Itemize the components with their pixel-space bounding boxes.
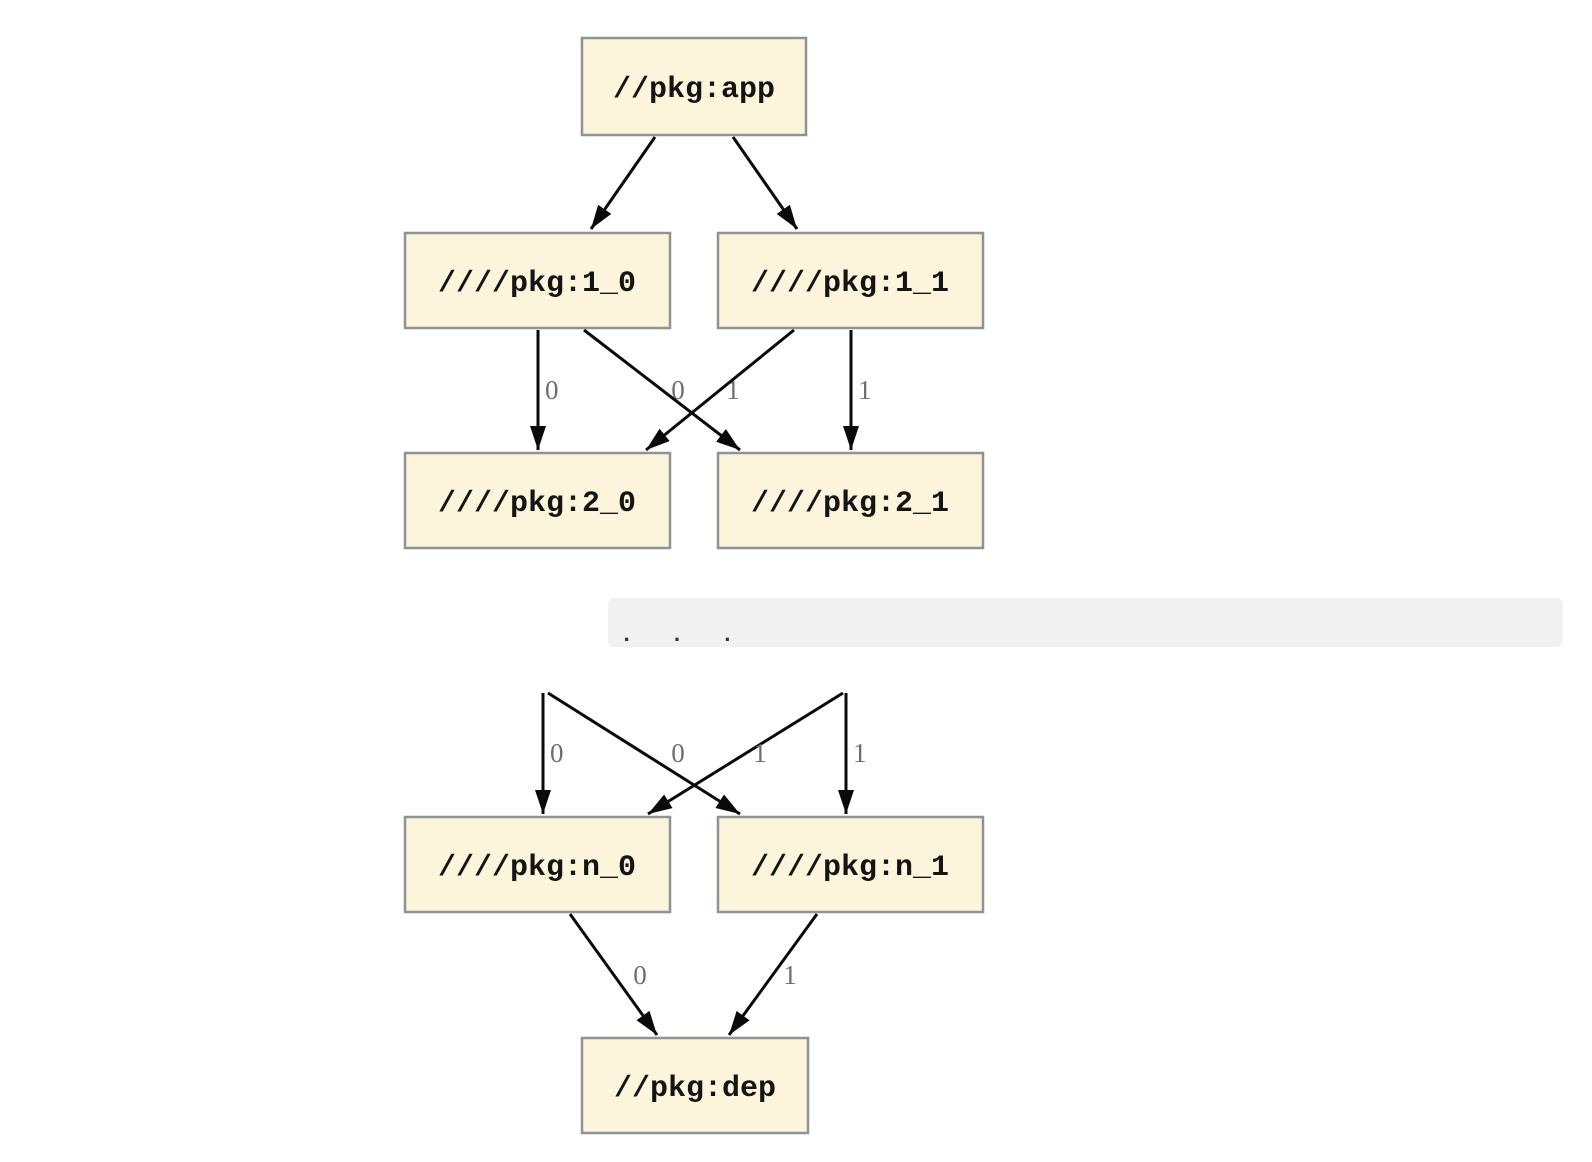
edge-label: 1	[858, 375, 872, 405]
node-pkg-n_0-label: ////pkg:n_0	[438, 851, 636, 885]
edge-n_0-to-dep	[568, 913, 659, 1036]
edge-label: 1	[753, 738, 767, 768]
node-pkg-2_1-box	[716, 451, 985, 550]
node-pkg-2_0: ////pkg:2_0	[403, 451, 672, 550]
node-pkg-n_0-box	[403, 815, 672, 914]
node-pkg-app-label: //pkg:app	[613, 73, 775, 107]
node-pkg-n_1: ////pkg:n_1	[716, 815, 985, 914]
edge-app-to-1_0	[589, 136, 657, 230]
ellipsis-text: . . .	[620, 623, 746, 648]
edge-label: 0	[671, 375, 685, 405]
node-pkg-2_1: ////pkg:2_1	[716, 451, 985, 550]
edge-n_1-to-dep	[727, 913, 819, 1036]
node-pkg-n_1-box	[716, 815, 985, 914]
edge-label: 0	[671, 738, 685, 768]
node-pkg-2_0-box	[403, 451, 672, 550]
edge-prev-to-n_0-cross	[647, 691, 844, 816]
ellipsis-block	[608, 598, 1563, 647]
node-pkg-1_1-label: ////pkg:1_1	[751, 267, 949, 301]
edge-prev-to-n_1-cross	[547, 691, 741, 816]
node-pkg-1_0-box	[403, 231, 672, 330]
node-pkg-n_1-label: ////pkg:n_1	[751, 851, 949, 885]
node-pkg-2_0-label: ////pkg:2_0	[438, 487, 636, 521]
node-pkg-1_0-label: ////pkg:1_0	[438, 267, 636, 301]
node-pkg-app: //pkg:app	[580, 36, 808, 137]
node-pkg-2_1-label: ////pkg:2_1	[751, 487, 949, 521]
node-pkg-n_0: ////pkg:n_0	[403, 815, 672, 914]
node-pkg-1_0: ////pkg:1_0	[403, 231, 672, 330]
node-pkg-app-box	[580, 36, 808, 137]
edge-label: 1	[853, 738, 867, 768]
edge-label: 0	[633, 960, 647, 990]
edge-1_1-to-2_0	[645, 328, 795, 452]
node-pkg-1_1: ////pkg:1_1	[716, 231, 985, 330]
edge-label: 0	[545, 375, 559, 405]
node-pkg-dep: //pkg:dep	[580, 1036, 810, 1135]
edge-label: 0	[550, 738, 564, 768]
edge-app-to-1_1	[731, 136, 799, 230]
node-pkg-dep-label: //pkg:dep	[614, 1072, 776, 1106]
node-pkg-1_1-box	[716, 231, 985, 330]
edge-1_0-to-2_1	[583, 328, 741, 452]
edge-label: 1	[783, 960, 797, 990]
node-pkg-dep-box	[580, 1036, 810, 1135]
edge-label: 1	[726, 375, 740, 405]
